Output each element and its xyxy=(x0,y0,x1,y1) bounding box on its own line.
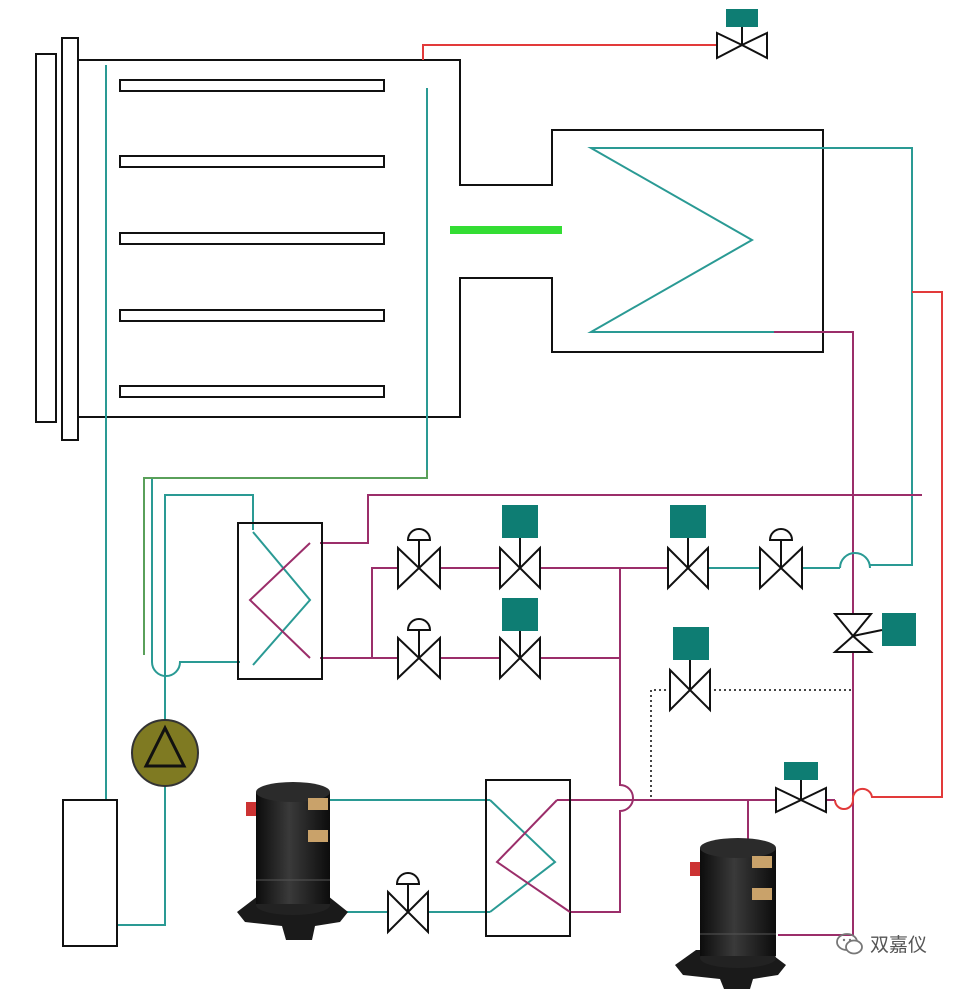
compressor-left xyxy=(237,782,348,940)
chamber-shelf-2 xyxy=(119,155,385,168)
watermark: 双嘉仪 xyxy=(836,930,927,957)
solenoid-valve-4 xyxy=(669,627,711,713)
chamber-shelf-3 xyxy=(119,232,385,245)
chamber-body xyxy=(78,59,824,418)
vent-solenoid-valve xyxy=(716,9,768,60)
expansion-valve-1 xyxy=(397,528,441,591)
solenoid-valve-5 xyxy=(775,762,827,814)
solenoid-valve-2 xyxy=(499,598,541,681)
heat-exchanger-upper xyxy=(237,522,323,680)
chamber-shelf-5 xyxy=(119,385,385,398)
wechat-icon xyxy=(836,932,863,954)
line-crossovers xyxy=(834,552,871,810)
chamber-return-line xyxy=(143,470,428,655)
heat-exchanger-lower xyxy=(485,779,571,937)
chamber-door-flange xyxy=(61,37,79,441)
vent-lines xyxy=(422,44,943,801)
secondary-loop-lines xyxy=(105,65,913,926)
expansion-valve-2 xyxy=(397,618,441,681)
cold-trap-coil xyxy=(587,147,774,333)
refrigerant-lines xyxy=(320,331,922,936)
expansion-valve-3 xyxy=(759,528,803,591)
compressor-right xyxy=(675,838,786,989)
chamber-shelf-4 xyxy=(119,309,385,322)
reservoir-tank xyxy=(62,799,118,947)
vacuum-chamber xyxy=(35,37,824,441)
solenoid-valve-vertical xyxy=(832,613,916,653)
chamber-door-outer xyxy=(35,53,57,423)
solenoid-valve-3 xyxy=(667,505,709,591)
bypass-line xyxy=(650,689,853,797)
watermark-text: 双嘉仪 xyxy=(869,934,927,956)
circulation-pump xyxy=(131,719,199,787)
chamber-shelf-1 xyxy=(119,79,385,92)
expansion-valve-4 xyxy=(387,872,429,935)
solenoid-valve-1 xyxy=(499,505,541,591)
